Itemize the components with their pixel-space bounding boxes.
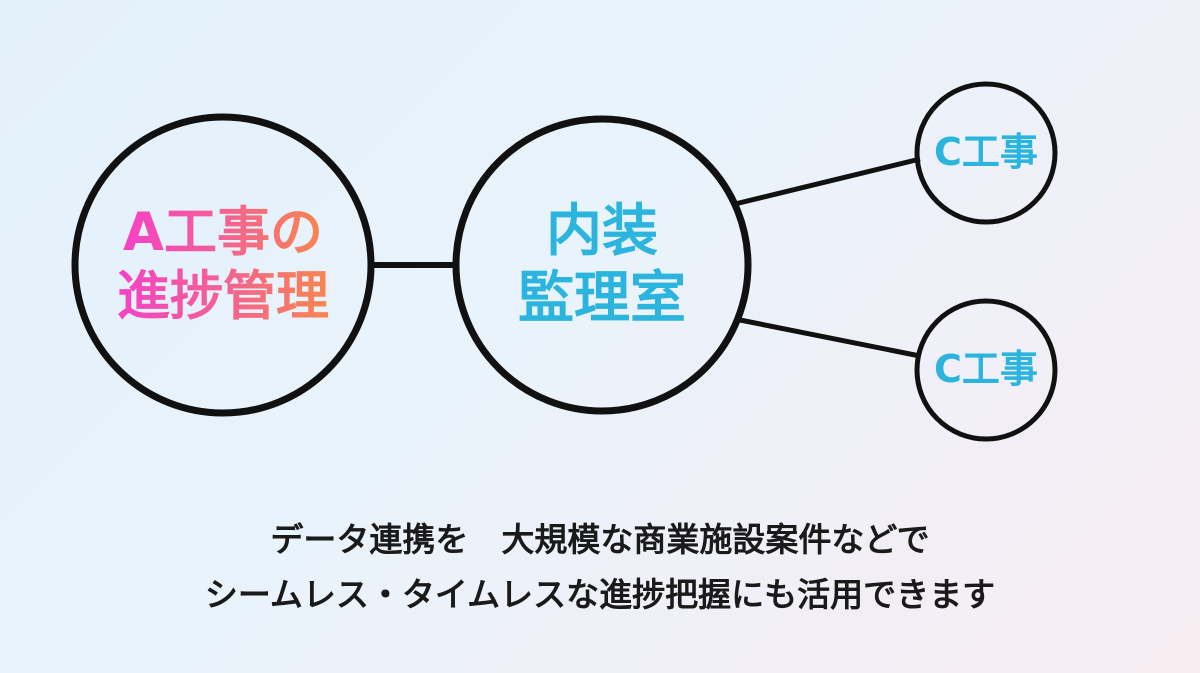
connector-interior-to-c-bottom: [739, 317, 921, 359]
c-top-label: C工事: [934, 130, 1038, 175]
caption-line1: データ連携を 大規模な商業施設案件などで: [270, 520, 930, 559]
caption-line2: シームレス・タイムレスな進捗把握にも活用できます: [204, 575, 996, 614]
node-circle-interior: [452, 115, 752, 415]
c-bottom-label: C工事: [934, 347, 1038, 392]
node-circle-c-top: [914, 81, 1058, 225]
interior-line1: 内装: [546, 198, 658, 264]
node-label-c-bottom: C工事: [921, 345, 1051, 395]
node-circle-c-bottom: [914, 298, 1058, 442]
caption: データ連携を 大規模な商業施設案件などで シームレス・タイムレスな進捗把握にも活…: [0, 512, 1200, 622]
a-project-line2: 進捗管理: [117, 266, 329, 327]
connector-interior-to-c-top: [734, 156, 921, 207]
interior-line2: 監理室: [518, 266, 686, 331]
node-circle-a-project: [71, 113, 375, 417]
node-label-interior: 内装 監理室: [462, 185, 742, 345]
node-label-a-project: A工事の 進捗管理: [83, 185, 363, 345]
node-label-c-top: C工事: [921, 128, 1051, 178]
a-project-line1: A工事の: [122, 202, 324, 264]
